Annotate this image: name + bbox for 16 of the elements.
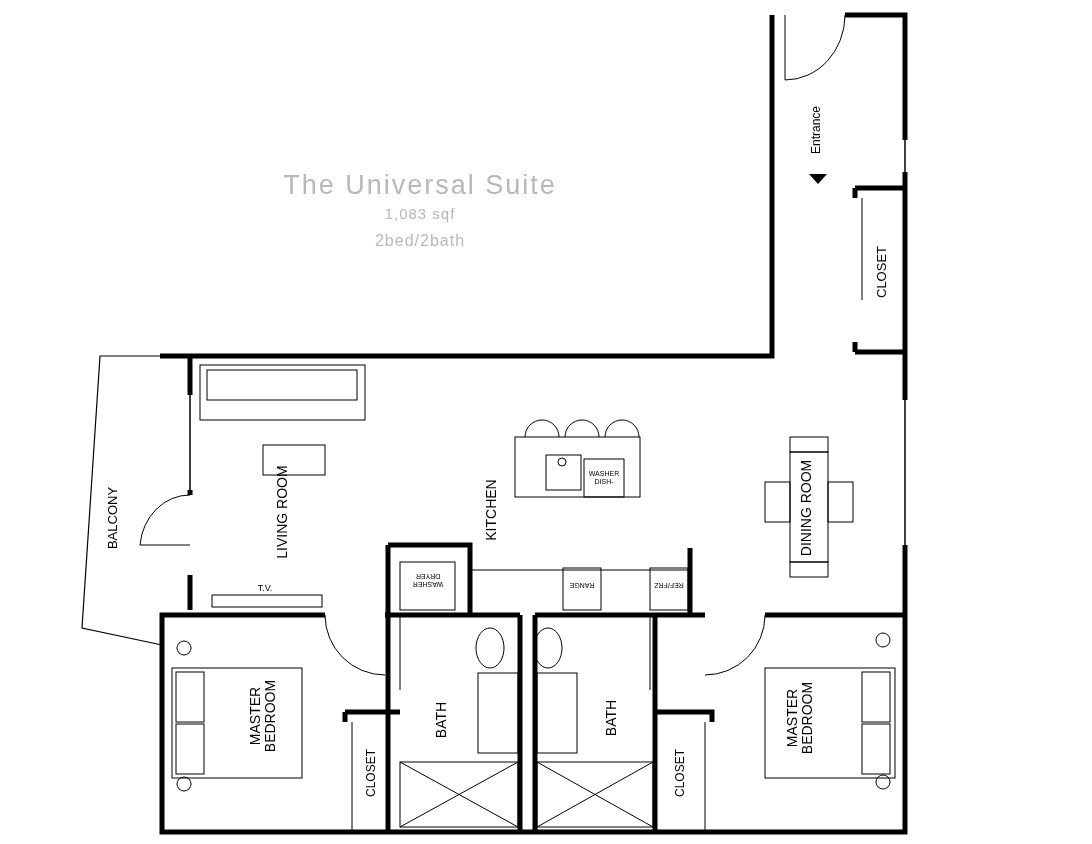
room-label: CLOSET xyxy=(365,749,379,797)
area-text: 1,083 sqf xyxy=(384,205,456,223)
room-label: BATH xyxy=(434,701,450,739)
room-label: BATH xyxy=(604,699,620,737)
bedroom-count-text: 2bed/2bath xyxy=(374,232,466,250)
room-label: BALCONY xyxy=(105,486,121,550)
room-label: KITCHEN xyxy=(484,479,500,541)
room-label: LIVING ROOM xyxy=(275,465,291,559)
room-label: MASTER BEDROOM xyxy=(784,681,816,755)
appliance-label: T.V. xyxy=(257,584,273,594)
room-label: MASTER BEDROOM xyxy=(247,679,279,753)
plan-title: The Universal Suite xyxy=(283,171,557,201)
room-label: CLOSET xyxy=(874,246,890,298)
room-label: DINING ROOM xyxy=(799,459,815,557)
room-label: CLOSET xyxy=(674,749,688,797)
entrance-label: Entrance xyxy=(810,106,824,154)
